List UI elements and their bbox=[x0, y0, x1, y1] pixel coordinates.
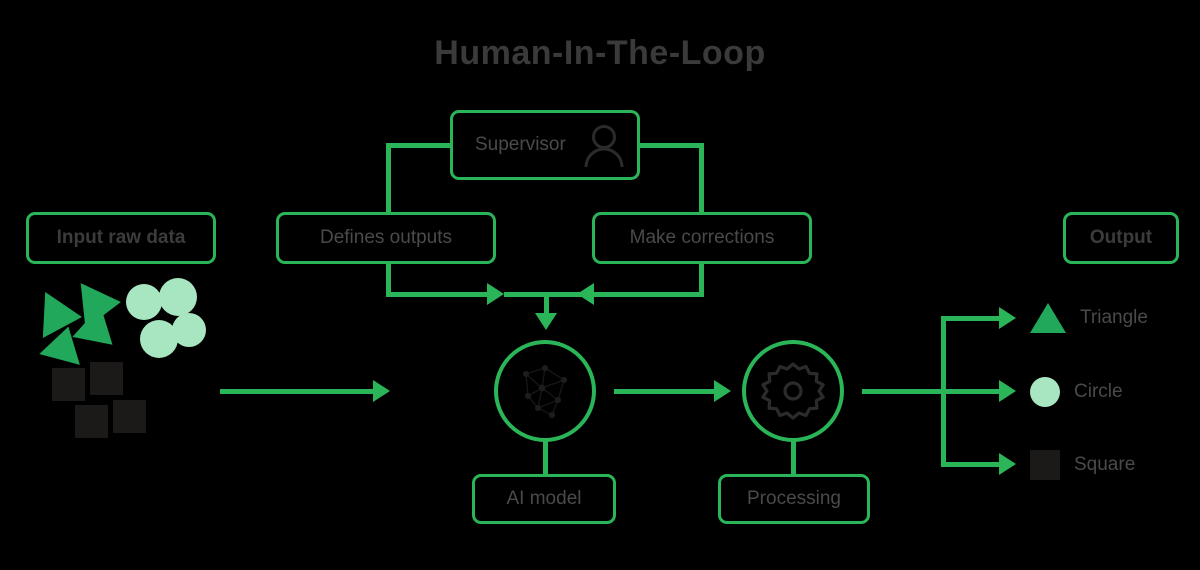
connector-bus-left bbox=[386, 292, 496, 297]
connector-supervisor-left-v bbox=[386, 143, 391, 218]
legend-label-triangle: Triangle bbox=[1080, 307, 1148, 328]
square-icon bbox=[1030, 450, 1060, 480]
legend-item-square: Square bbox=[1030, 450, 1135, 480]
connector-model-stem bbox=[543, 440, 548, 476]
connector-processing-stem bbox=[791, 440, 796, 476]
legend-label-square: Square bbox=[1074, 454, 1136, 475]
connector-processing-to-branch bbox=[862, 389, 962, 394]
node-ai-model-label-box[interactable]: AI model bbox=[472, 474, 616, 524]
arrowhead-bus-to-model bbox=[535, 313, 557, 330]
triangle-icon bbox=[1030, 303, 1066, 333]
processing-label: Processing bbox=[747, 488, 841, 509]
input-raw-data-label: Input raw data bbox=[56, 227, 186, 248]
arrowhead-branch-square bbox=[999, 453, 1016, 475]
input-square bbox=[52, 368, 85, 401]
arrowhead-branch-triangle bbox=[999, 307, 1016, 329]
connector-bus-right-inner bbox=[546, 292, 588, 297]
arrowhead-bus-left bbox=[487, 283, 504, 305]
connector-supervisor-left-h bbox=[386, 143, 452, 148]
input-square bbox=[75, 405, 108, 438]
connector-branch-triangle bbox=[941, 316, 1001, 321]
ai-model-label: AI model bbox=[506, 488, 582, 509]
node-processing-label-box[interactable]: Processing bbox=[718, 474, 870, 524]
supervisor-label: Supervisor bbox=[475, 134, 566, 155]
legend-label-circle: Circle bbox=[1074, 381, 1123, 402]
arrowhead-branch-circle bbox=[999, 380, 1016, 402]
connector-branch-square bbox=[941, 462, 1001, 467]
input-circle bbox=[140, 320, 178, 358]
node-processing[interactable] bbox=[742, 340, 844, 442]
neural-network-icon bbox=[512, 358, 578, 424]
legend-item-circle: Circle bbox=[1030, 377, 1123, 407]
connector-bus-to-model bbox=[544, 292, 549, 317]
connector-model-to-processing bbox=[614, 389, 716, 394]
node-input-raw-data[interactable]: Input raw data bbox=[26, 212, 216, 264]
person-icon bbox=[582, 122, 626, 168]
connector-defines-down bbox=[386, 258, 391, 296]
node-supervisor[interactable]: Supervisor bbox=[450, 110, 640, 180]
arrowhead-model-to-processing bbox=[714, 380, 731, 402]
node-ai-model[interactable] bbox=[494, 340, 596, 442]
page-title: Human-In-The-Loop bbox=[434, 34, 766, 72]
connector-corrections-down bbox=[699, 258, 704, 296]
connector-bus-left-inner bbox=[504, 292, 546, 297]
gear-icon bbox=[760, 358, 826, 424]
legend-item-triangle: Triangle bbox=[1030, 303, 1148, 333]
node-make-corrections[interactable]: Make corrections bbox=[592, 212, 812, 264]
output-label: Output bbox=[1089, 227, 1153, 248]
input-circle bbox=[172, 313, 206, 347]
arrowhead-input-to-model bbox=[373, 380, 390, 402]
input-circle bbox=[126, 284, 162, 320]
node-defines-outputs[interactable]: Defines outputs bbox=[276, 212, 496, 264]
defines-outputs-label: Defines outputs bbox=[319, 227, 453, 248]
input-square bbox=[90, 362, 123, 395]
connector-input-to-model bbox=[220, 389, 375, 394]
node-output[interactable]: Output bbox=[1063, 212, 1179, 264]
arrowhead-bus-right bbox=[577, 283, 594, 305]
connector-bus-right bbox=[594, 292, 704, 297]
make-corrections-label: Make corrections bbox=[629, 227, 775, 248]
input-circle bbox=[159, 278, 197, 316]
circle-icon bbox=[1030, 377, 1060, 407]
connector-supervisor-right-h bbox=[638, 143, 704, 148]
connector-supervisor-right-v bbox=[699, 143, 704, 218]
input-square bbox=[113, 400, 146, 433]
connector-branch-circle bbox=[941, 389, 1001, 394]
